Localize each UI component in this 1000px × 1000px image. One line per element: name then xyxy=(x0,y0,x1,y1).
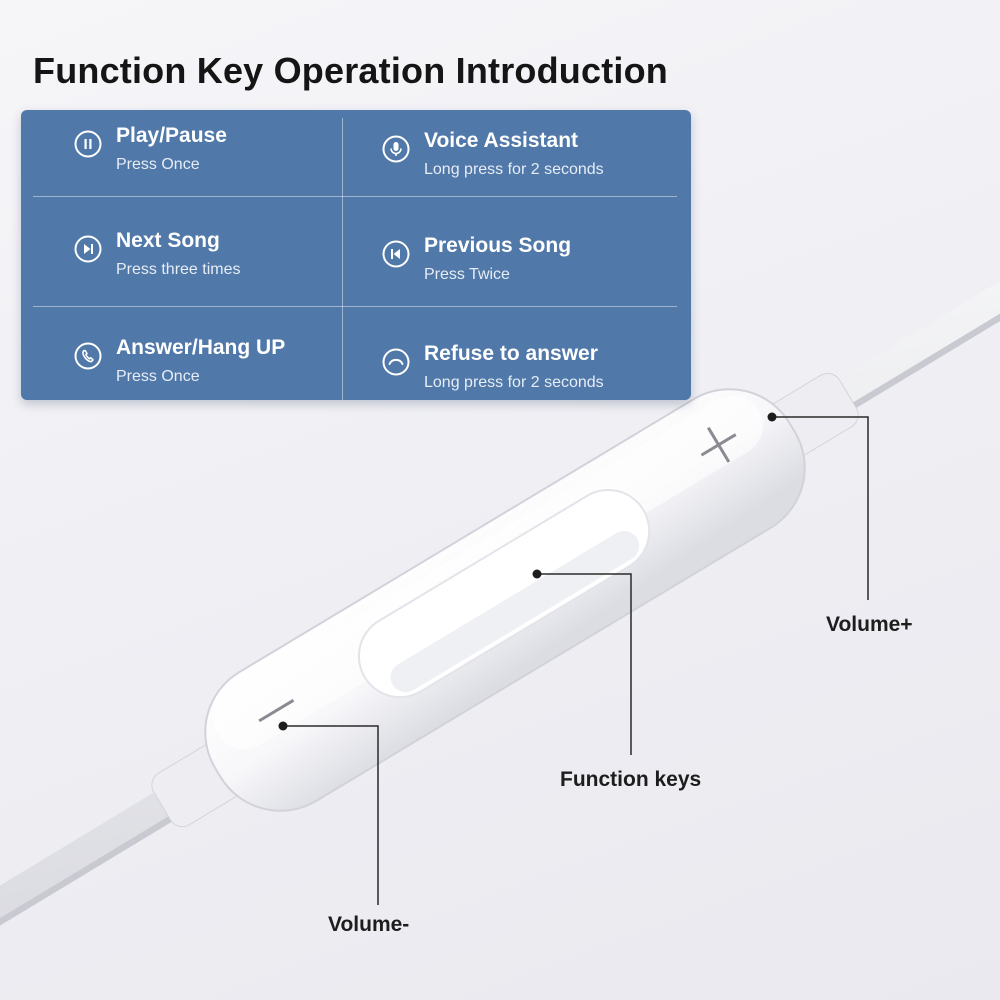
function-desc: Press Once xyxy=(116,368,200,385)
function-keys-label: Function keys xyxy=(560,768,702,791)
volume-plus-label: Volume+ xyxy=(826,613,913,636)
next-track-icon xyxy=(74,235,102,263)
function-title: Answer/Hang UP xyxy=(116,336,286,359)
function-desc: Press Once xyxy=(116,156,200,173)
function-desc: Long press for 2 seconds xyxy=(424,374,604,391)
pause-icon xyxy=(74,130,102,158)
function-title: Previous Song xyxy=(424,234,572,257)
hang-up-icon xyxy=(382,348,410,376)
function-desc: Press Twice xyxy=(424,266,510,283)
function-title: Voice Assistant xyxy=(424,129,579,152)
panel-divider-row-2 xyxy=(33,306,677,307)
panel-divider-row-1 xyxy=(33,196,677,197)
page-title: Function Key Operation Introduction xyxy=(33,50,668,91)
callout-leaders xyxy=(283,416,869,905)
volume-minus-dot xyxy=(278,721,288,731)
volume-minus-label: Volume- xyxy=(328,913,410,936)
minus-marking xyxy=(258,699,295,723)
microphone-icon xyxy=(382,135,410,163)
function-title: Next Song xyxy=(116,229,220,252)
phone-icon xyxy=(74,342,102,370)
panel-divider-vertical xyxy=(342,118,343,400)
volume-plus-dot xyxy=(767,412,777,422)
function-desc: Long press for 2 seconds xyxy=(424,161,604,178)
function-title: Refuse to answer xyxy=(424,342,598,365)
plus-marking xyxy=(700,426,737,463)
function-title: Play/Pause xyxy=(116,124,227,147)
function-keys-dot xyxy=(532,569,542,579)
function-panel: Play/Pause Press Once Voice Assistant Lo… xyxy=(21,110,691,400)
function-desc: Press three times xyxy=(116,261,241,278)
previous-track-icon xyxy=(382,240,410,268)
